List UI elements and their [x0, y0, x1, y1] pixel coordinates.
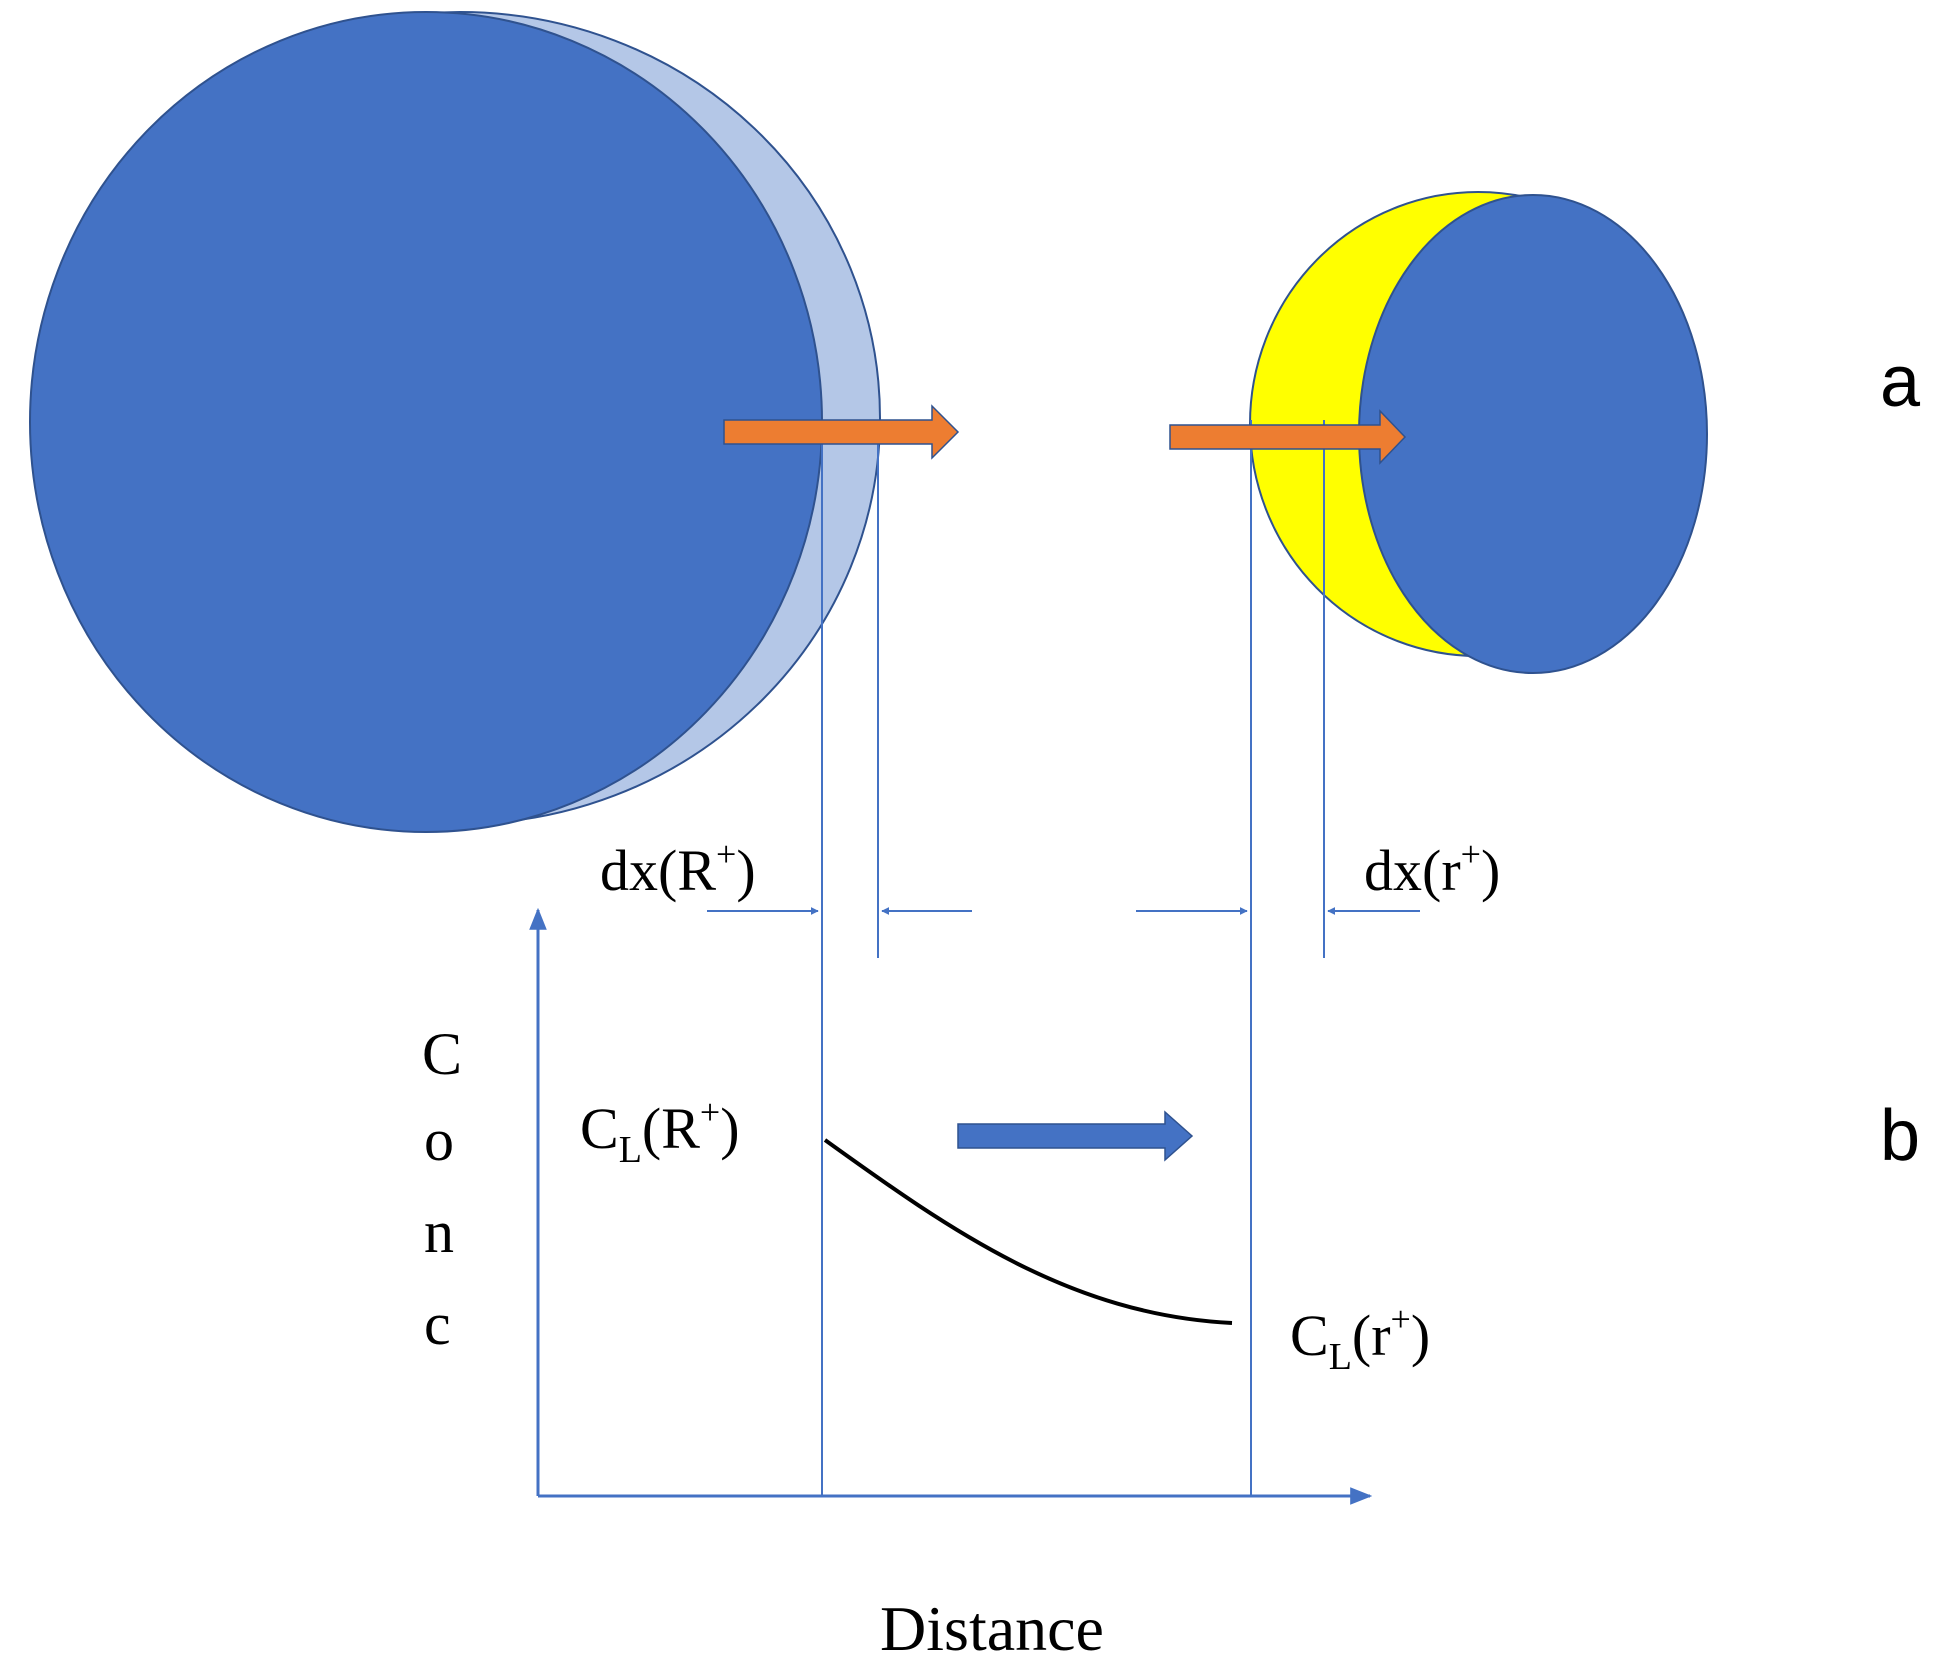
- diffusion-direction-arrow: [957, 1110, 1194, 1162]
- flux-arrow-into-small-particle: [1169, 409, 1407, 465]
- CL-R-label: CL(R+): [580, 1092, 740, 1171]
- CL-r-label: CL(r+): [1290, 1299, 1430, 1378]
- y-axis-label-letter-3: n: [424, 1199, 454, 1265]
- dx-r-label: dx(r+): [1364, 834, 1500, 903]
- panel-label-a: a: [1880, 342, 1921, 422]
- small-particle: [1358, 194, 1708, 674]
- y-axis-label-letter-2: o: [424, 1107, 454, 1173]
- dx-R-label: dx(R+): [600, 834, 756, 903]
- x-axis-label: Distance: [880, 1593, 1104, 1664]
- concentration-profile-curve: [823, 1138, 1233, 1325]
- y-axis-label-letter-1: C: [422, 1021, 462, 1087]
- flux-arrow-out-of-large-particle: [723, 404, 960, 460]
- large-particle: [29, 11, 823, 833]
- panel-label-b: b: [1880, 1096, 1920, 1176]
- y-axis-label-letter-4: c: [424, 1291, 451, 1357]
